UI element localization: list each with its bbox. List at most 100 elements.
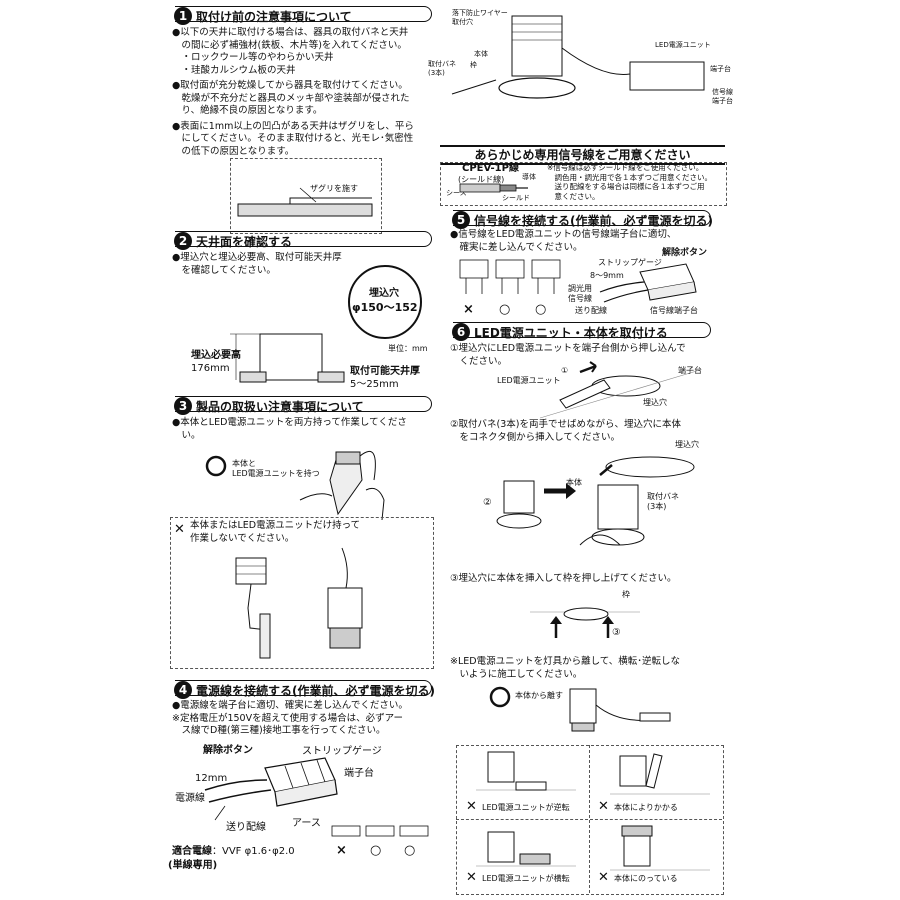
terminal-variants xyxy=(331,825,429,837)
text-line: ●電源線を端子台に適切、確実に差し込んでください。 xyxy=(172,700,408,711)
hole-label: 埋込穴 xyxy=(369,288,399,299)
ng-x-icon: ✕ xyxy=(466,799,477,814)
ng-label-2: 本体によりかかる xyxy=(614,803,678,812)
hole-circle xyxy=(348,265,422,339)
led-unit-label: LED電源ユニット xyxy=(497,376,561,385)
section-5-body: ●信号線をLED電源ユニットの信号線端子台に適切、 確実に差し込んでください。 xyxy=(450,229,676,254)
step-2-text: ②取付バネ(3本)を両手でせばめながら、埋込穴に本体 をコネクタ側から挿入してく… xyxy=(450,419,681,443)
cable-name: CPEV-1P線 xyxy=(462,163,519,174)
mark-ok: ○ xyxy=(370,843,382,858)
dim-wire-label: 調光用 信号線 xyxy=(568,284,592,303)
text-line: ●埋込穴と埋込必要高、取付可能天井厚 xyxy=(172,252,342,263)
strip-gauge-label: ストリップゲージ xyxy=(598,258,662,267)
ng-label-4: 本体にのっている xyxy=(614,874,678,883)
banner-box xyxy=(440,162,727,206)
step-1-illustration xyxy=(539,361,701,419)
circle-1: ① xyxy=(561,366,569,375)
section-1-body: ●以下の天井に取付ける場合は、器具の取付バネと天井 の間に必ず補強材(鉄板、木片… xyxy=(172,27,414,158)
spring-label: 取付バネ (3本) xyxy=(647,492,679,511)
ceiling-cross-section xyxy=(230,333,345,383)
wire-spec: 適合電線：VVF φ1.6･φ2.0 xyxy=(172,846,295,857)
ng-illustration xyxy=(235,547,363,659)
cable-sub: (シールド線) xyxy=(458,175,505,184)
text-line: 確実に差し込んでください。 xyxy=(450,241,583,253)
ng-grid-box xyxy=(456,745,724,895)
ok-circle-icon xyxy=(205,455,227,477)
banner-notes: ※信号線は必ずシールド線をご使用ください。 調色用・調光用で各１本ずつご用意くだ… xyxy=(547,163,712,201)
terminal-label: 端子台 xyxy=(344,768,374,779)
ng-illustration-3 xyxy=(476,831,576,867)
section-title: 取付け前の注意事項について xyxy=(196,9,352,24)
fall-wire-label: 落下防止ワイヤー 取付穴 xyxy=(452,9,508,26)
zaguri-illustration xyxy=(237,187,373,217)
feed-wire-label: 送り配線 xyxy=(226,822,266,833)
zaguri-label: ザグリを施す xyxy=(310,184,358,193)
section-2-body: ●埋込穴と埋込必要高、取付可能天井厚 を確認してください。 xyxy=(172,252,342,277)
mark-ok: ○ xyxy=(535,302,547,317)
text-line: ●本体とLED電源ユニットを両方持って作業してくださ xyxy=(172,417,407,428)
hole-label-2: 埋込穴 xyxy=(675,440,699,449)
section-title: 電源線を接続する(作業前、必ず電源を切る) xyxy=(196,683,435,698)
body-label: 本体 xyxy=(474,50,488,58)
section-title: 天井面を確認する xyxy=(196,234,293,249)
led-unit-label: LED電源ユニット xyxy=(655,41,711,49)
section-title: 製品の取扱い注意事項について xyxy=(196,399,364,414)
signal-terminal-label: 信号線 端子台 xyxy=(712,88,733,105)
hole-label: 埋込穴 xyxy=(643,398,667,407)
frame-label: 枠 xyxy=(470,61,477,69)
mark-ok: ○ xyxy=(404,843,416,858)
signal-terminal-label: 信号線端子台 xyxy=(650,306,698,315)
text-line: を確認してください。 xyxy=(172,264,276,276)
banner-title: あらかじめ専用信号線をご用意ください xyxy=(440,145,725,165)
section-title: 信号線を接続する(作業前、必ず電源を切る) xyxy=(474,213,713,228)
wire-spec-note: (単線専用) xyxy=(168,860,218,871)
feed-wire-label: 送り配線 xyxy=(575,306,607,315)
note-text: ※LED電源ユニットを灯具から離して、横転･逆転しな いように施工してください。 xyxy=(450,656,681,680)
spring-label: 取付バネ (3本) xyxy=(428,60,456,77)
conductor-label: 導体 xyxy=(522,173,536,181)
ok-illustration xyxy=(569,688,671,732)
ng-illustration-2 xyxy=(610,753,710,795)
cable-illustration xyxy=(459,183,528,193)
power-wire-label: 電源線 xyxy=(175,793,205,804)
section-underline xyxy=(453,322,711,338)
section-underline xyxy=(453,210,711,226)
signal-wire-illustration xyxy=(599,263,697,303)
mark-ng: × xyxy=(336,843,347,858)
text-line: り、絶縁不良の原因となります。 xyxy=(172,105,323,116)
step-3-text: ③埋込穴に本体を挿入して枠を押し上げてください。 xyxy=(450,573,677,584)
release-button-label: 解除ボタン xyxy=(662,248,708,258)
circle-3: ③ xyxy=(612,627,621,638)
terminal-label: 端子台 xyxy=(710,65,731,73)
ng-box xyxy=(170,517,434,669)
section-3-body: ●本体とLED電源ユニットを両方持って作業してくださ い。 xyxy=(172,417,407,442)
ng-label-3: LED電源ユニットが横転 xyxy=(482,874,570,883)
step-3-illustration xyxy=(530,607,640,638)
ng-text: 本体またはLED電源ユニットだけ持って 作業しないでください。 xyxy=(190,520,361,544)
text-line: 乾燥が不充分だと器具のメッキ部や塗装部が侵された xyxy=(172,92,410,104)
thickness-label: 取付可能天井厚 xyxy=(350,366,420,377)
text-line: ●以下の天井に取付ける場合は、器具の取付バネと天井 xyxy=(172,27,409,38)
section-title: LED電源ユニット・本体を取付ける xyxy=(474,325,668,340)
text-line: い。 xyxy=(172,429,201,441)
earth-label: アース xyxy=(292,818,321,829)
zaguri-diagram xyxy=(230,158,382,234)
ng-x-icon: ✕ xyxy=(466,870,477,885)
step-1-text: ①埋込穴にLED電源ユニットを端子台側から押し込んで ください。 xyxy=(450,343,686,367)
text-line: ス線でD種(第三種)接地工事を行ってください。 xyxy=(172,725,386,736)
circle-2: ② xyxy=(483,497,492,508)
ng-illustration-4 xyxy=(610,825,710,871)
body-label: 本体 xyxy=(566,478,582,487)
ok-label: 本体から離す xyxy=(515,691,563,700)
text-line: にしてください。そのまま取付けると、光モレ･気密性 xyxy=(172,133,414,144)
sheath-label: シース xyxy=(446,189,467,197)
hole-size: φ150〜152 xyxy=(352,301,418,314)
terminal-label: 端子台 xyxy=(678,366,702,375)
unit-label: 単位：mm xyxy=(388,344,428,353)
length-label: 12mm xyxy=(195,773,228,784)
text-line: ・ロックウール等のやわらかい天井 xyxy=(172,52,334,63)
ng-grid-divider xyxy=(456,819,722,820)
signal-terminal-variants xyxy=(459,259,561,294)
ng-label-1: LED電源ユニットが逆転 xyxy=(482,803,570,812)
ng-illustration-1 xyxy=(476,751,576,791)
